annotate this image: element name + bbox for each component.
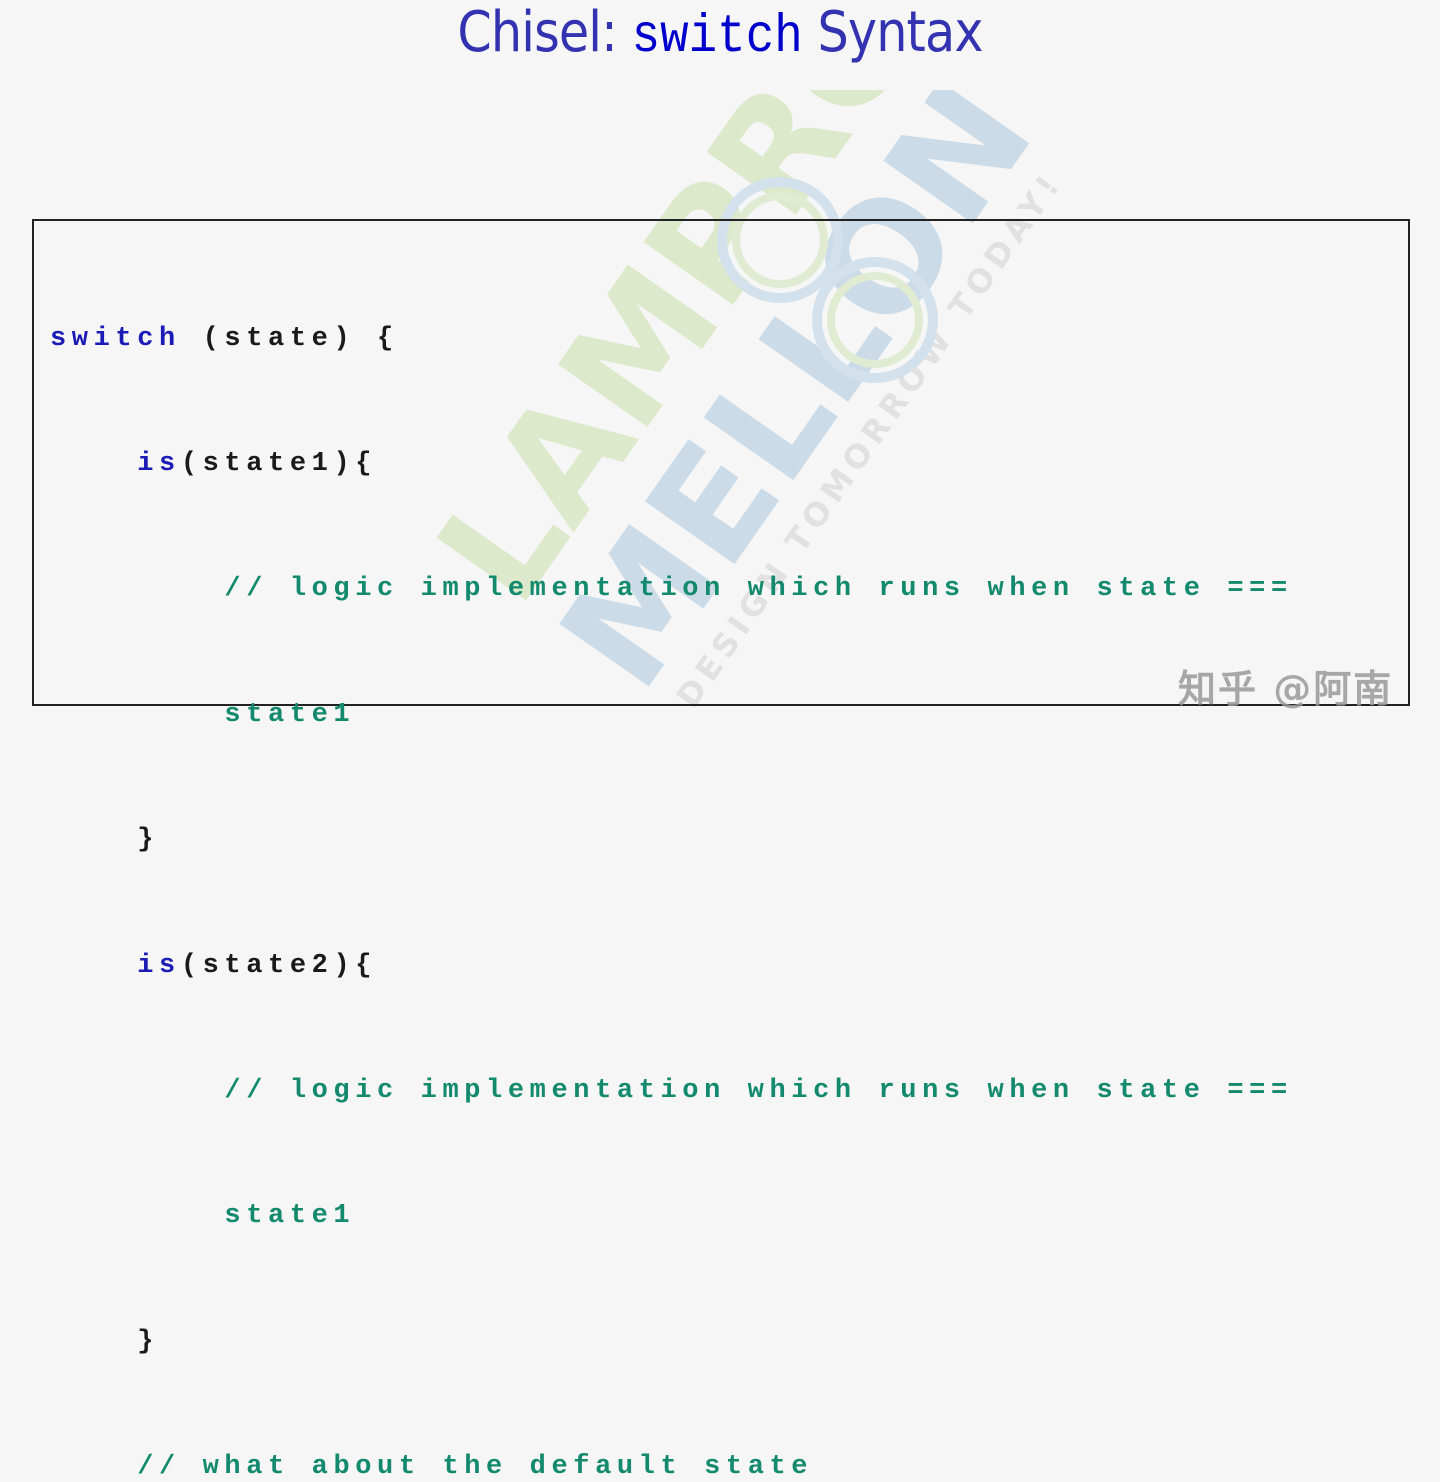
code-listing: switch (state) { is(state1){ // logic im… (50, 235, 1293, 1482)
code-keyword: switch (50, 323, 181, 354)
code-text: } (137, 825, 160, 856)
code-text: (state) { (180, 323, 399, 354)
code-line: state1 (50, 695, 1293, 737)
code-line: switch (state) { (50, 319, 1293, 361)
code-text: (state2){ (180, 950, 378, 981)
title-code-keyword: switch (631, 7, 803, 68)
code-line: is(state1){ (50, 444, 1293, 486)
code-comment: state1 (224, 699, 356, 730)
code-text: (state1){ (180, 448, 378, 479)
code-comment: // logic implementation which runs when … (224, 574, 1293, 605)
code-text: } (137, 1326, 160, 1357)
slide-title: Chisel: switch Syntax (86, 0, 1353, 71)
code-comment: // what about the default state (137, 1452, 814, 1482)
code-block: switch (state) { is(state1){ // logic im… (32, 219, 1410, 1482)
code-line: // logic implementation which runs when … (50, 1071, 1293, 1113)
zhihu-watermark: 知乎 @阿南 (1178, 667, 1394, 711)
code-line: // what about the default state (50, 1447, 1293, 1482)
code-line: is(state2){ (50, 946, 1293, 988)
code-line: } (50, 1322, 1293, 1364)
title-suffix: Syntax (802, 0, 984, 65)
title-prefix: Chisel: (457, 0, 632, 65)
code-comment: // logic implementation which runs when … (224, 1075, 1293, 1106)
code-line: state1 (50, 1196, 1293, 1238)
code-line: // logic implementation which runs when … (50, 569, 1293, 611)
code-keyword: is (137, 950, 181, 981)
code-line: } (50, 820, 1293, 862)
code-keyword: is (137, 448, 181, 479)
code-comment: state1 (224, 1201, 356, 1232)
